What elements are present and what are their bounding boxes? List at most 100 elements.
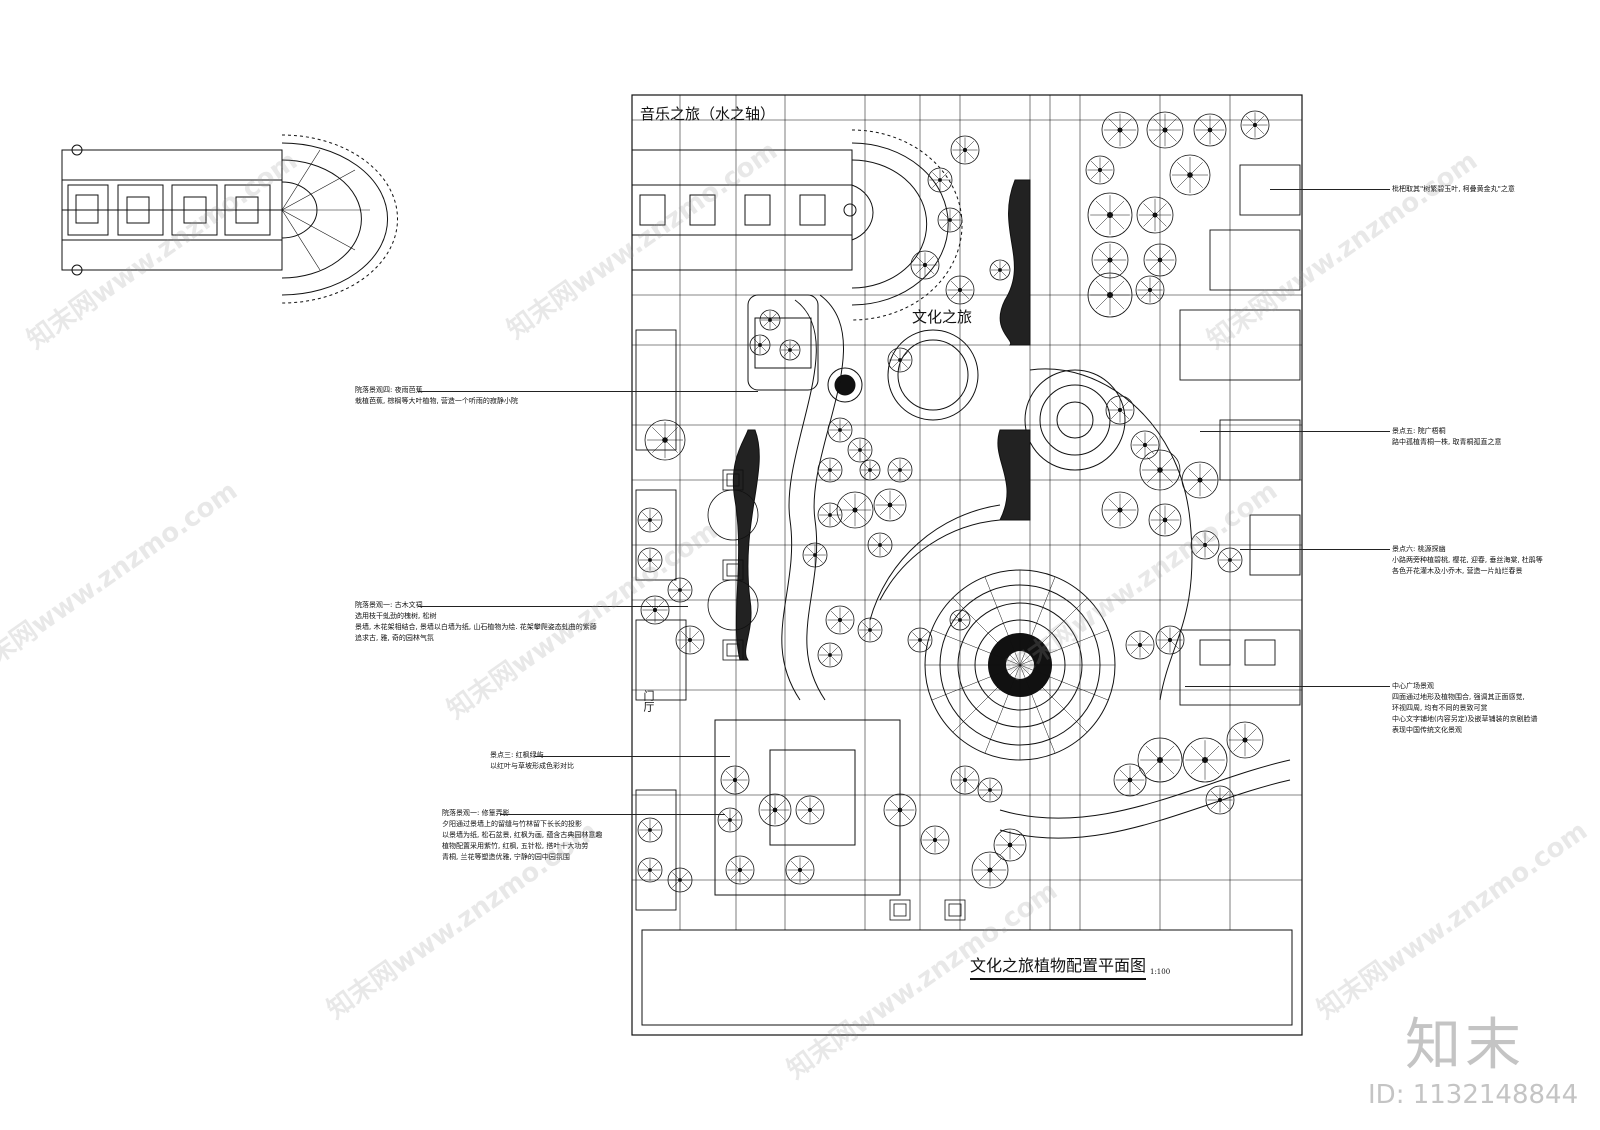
tree-symbol: [907, 627, 933, 653]
tree-symbol: [927, 167, 953, 193]
tree-symbol: [1136, 196, 1174, 234]
tree-symbol: [1240, 110, 1270, 140]
annotation-line: 以红叶与草坡形成色彩对比: [490, 762, 574, 770]
key-plan: [61, 134, 398, 304]
tree-symbol: [945, 275, 975, 305]
tree-symbol: [1091, 241, 1129, 279]
annotation-line: 中心广场景观: [1392, 682, 1434, 690]
leader-line: [500, 814, 725, 815]
tree-symbol: [887, 347, 913, 373]
tree-symbol: [1085, 155, 1115, 185]
tree-symbol: [1139, 449, 1181, 491]
annotation-line: 各色开花灌木及小乔木, 营造一片灿烂春景: [1392, 567, 1523, 575]
tree-symbol: [817, 457, 843, 483]
leader-line: [1240, 549, 1390, 550]
leader-line: [535, 756, 730, 757]
annotation-line: 景墙, 木花架相结合, 景墙以白墙为纸, 山石植物为绘. 花架攀爬姿态虬曲的紫藤: [355, 623, 597, 631]
brand-logo: 知末: [1405, 1013, 1525, 1078]
annotation-line: 追求古, 雅, 奇的园林气氛: [355, 634, 434, 642]
annotation-line: 景点六: 桃源探幽: [1392, 545, 1446, 553]
tree-symbol: [989, 259, 1011, 281]
tree-symbol: [1226, 721, 1264, 759]
tree-symbol: [1193, 113, 1227, 147]
tree-symbol: [1146, 111, 1184, 149]
tree-symbol: [637, 817, 663, 843]
tree-symbol: [749, 334, 771, 356]
tree-symbol: [1101, 111, 1139, 149]
tree-symbol: [887, 457, 913, 483]
tree-symbol: [667, 867, 693, 893]
tree-symbol: [1113, 763, 1147, 797]
tree-symbol: [817, 502, 843, 528]
tree-symbol: [859, 459, 881, 481]
tree-symbol: [950, 765, 980, 795]
annotation-line: 景点三: 红枫绿屿: [490, 751, 544, 759]
tree-symbol: [1087, 272, 1133, 318]
tree-symbol: [857, 617, 883, 643]
tree-symbol: [1182, 737, 1228, 783]
annotation-line: 院落景观一: 修篁弄影: [442, 809, 510, 817]
tree-symbol: [644, 419, 686, 461]
annotation-central-plaza: 中心广场景观 四面通过地形及植物围合, 强调其正面感觉, 环视四周, 均有不同的…: [1392, 681, 1537, 736]
tree-symbol: [675, 625, 705, 655]
tree-symbol: [873, 488, 907, 522]
annotation-courtyard-1-shadow: 院落景观一: 修篁弄影 夕阳通过景墙上的留缝与竹林留下长长的投影 以景墙为纸, …: [442, 808, 602, 863]
leader-line: [1270, 189, 1390, 190]
tree-symbol: [720, 765, 750, 795]
annotation-line: 栽植芭蕉, 棕榈等大叶植物, 营造一个听雨的寂静小院: [355, 397, 518, 405]
tree-symbol: [1190, 530, 1220, 560]
leader-line: [418, 606, 688, 607]
leader-line: [418, 391, 758, 392]
tree-symbol: [1130, 430, 1160, 460]
tree-symbol: [640, 595, 670, 625]
tree-symbol: [725, 855, 755, 885]
tree-symbol: [1155, 625, 1185, 655]
water-axis: [631, 129, 963, 321]
tree-symbol: [637, 547, 663, 573]
tree-symbol: [1137, 737, 1183, 783]
annotation-line: 以景墙为纸, 松石盆景, 红枫为画, 蕴含古典园林意趣: [442, 831, 603, 839]
tree-symbol: [1148, 503, 1182, 537]
image-id-label: ID: 1132148844: [1368, 1080, 1579, 1110]
tree-symbol: [867, 532, 893, 558]
annotation-line: 夕阳通过景墙上的留缝与竹林留下长长的投影: [442, 820, 582, 828]
tree-symbol: [883, 793, 917, 827]
annotation-line: 院落景观一: 古木文祠: [355, 601, 423, 609]
tree-symbol: [1135, 275, 1165, 305]
annotation-line: 四面通过地形及植物围合, 强调其正面感觉,: [1392, 693, 1525, 701]
annotation-line: 小路两旁种植碧桃, 樱花, 迎春, 垂丝海棠, 杜鹃等: [1392, 556, 1543, 564]
tree-symbol: [1169, 154, 1211, 196]
tree-symbol: [795, 795, 825, 825]
tree-symbol: [802, 542, 828, 568]
tree-symbol: [977, 777, 1003, 803]
annotation-spot-3: 景点三: 红枫绿屿 以红叶与草坡形成色彩对比: [490, 750, 574, 772]
annotation-spot-5: 景点五: 院广梧桐 路中孤植青桐一株, 取青桐孤直之意: [1392, 426, 1501, 448]
annotation-line: 植物配置采用紫竹, 红枫, 五针松, 搭叶十大功劳: [442, 842, 589, 850]
tree-symbol: [637, 507, 663, 533]
tree-symbol: [1181, 461, 1219, 499]
annotation-loquat: 枇杷取其"树繁碧玉叶, 柯叠黄金丸"之意: [1392, 184, 1515, 195]
annotation-line: 表现中国传统文化景观: [1392, 726, 1462, 734]
tree-symbol: [785, 855, 815, 885]
tree-symbol: [1143, 243, 1177, 277]
plan-title-top: 音乐之旅（水之轴）: [640, 105, 776, 123]
door-label: 门厅: [642, 690, 655, 712]
tree-symbol: [759, 309, 781, 331]
tree-symbol: [950, 135, 980, 165]
plan-title-mid: 文化之旅: [912, 308, 973, 326]
tree-symbol: [1205, 785, 1235, 815]
annotation-courtyard-1-wood: 院落景观一: 古木文祠 选用枝干虬劲的槐树, 松树 景墙, 木花架相结合, 景墙…: [355, 600, 597, 644]
annotation-line: 选用枝干虬劲的槐树, 松树: [355, 612, 437, 620]
annotation-line: 青桐, 兰花等塑造优雅, 宁静的园中园氛围: [442, 853, 570, 861]
tree-symbol: [836, 491, 874, 529]
leader-line: [1185, 686, 1390, 687]
tree-symbol: [825, 605, 855, 635]
tree-symbol: [910, 250, 940, 280]
annotation-courtyard-4: 院落景观四: 夜雨芭蕉 栽植芭蕉, 棕榈等大叶植物, 营造一个听雨的寂静小院: [355, 385, 518, 407]
tree-symbol: [758, 793, 792, 827]
annotation-line: 环视四周, 均有不同的景致可赏: [1392, 704, 1488, 712]
tree-symbol: [717, 807, 743, 833]
leader-line: [1200, 431, 1390, 432]
tree-symbol: [1101, 491, 1139, 529]
tree-symbol: [937, 207, 963, 233]
